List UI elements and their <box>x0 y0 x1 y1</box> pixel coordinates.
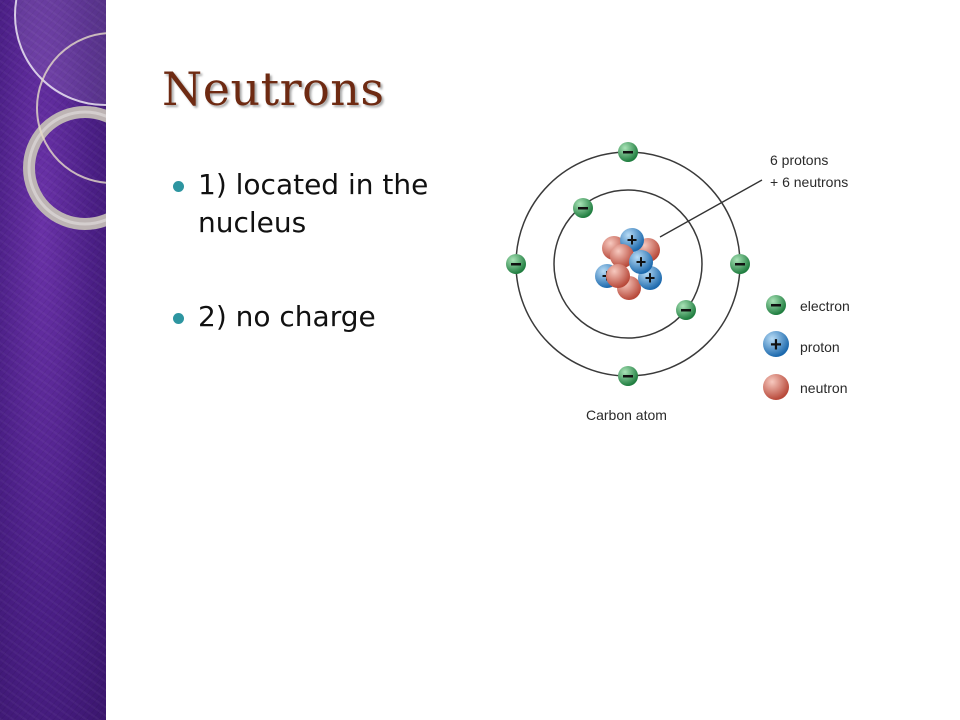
inner-orbit <box>553 189 703 339</box>
proton-icon: + <box>763 331 789 357</box>
electron-top <box>618 142 638 162</box>
decorative-rings <box>14 0 106 230</box>
svg-text:+: + <box>770 334 782 356</box>
legend-label-proton: proton <box>800 339 840 355</box>
carbon-atom-diagram: + + + + 6 protons <box>506 142 850 423</box>
bullet-item: 1) located in the nucleus <box>172 166 472 242</box>
svg-text:+: + <box>645 268 656 288</box>
electron-left <box>506 254 526 274</box>
legend-label-electron: electron <box>800 298 850 314</box>
nucleus-pointer-line <box>659 179 763 238</box>
nucleus-label-line1: 6 protons <box>770 152 828 168</box>
electron-icon <box>766 295 786 315</box>
electron-bottom <box>618 366 638 386</box>
legend-label-neutron: neutron <box>800 380 847 396</box>
electron-inner-lower <box>676 300 696 320</box>
neutron-icon <box>763 374 789 400</box>
bullet-item: 2) no charge <box>172 298 472 336</box>
diagram-caption: Carbon atom <box>586 407 667 423</box>
decorative-band <box>0 0 106 720</box>
bullet-list: 1) located in the nucleus 2) no charge <box>172 166 472 336</box>
electron-inner-upper <box>573 198 593 218</box>
nucleus: + + + + <box>595 228 662 300</box>
legend: electron + proton neutron <box>763 295 850 400</box>
nucleus-label-line2: + 6 neutrons <box>770 174 848 190</box>
svg-text:+: + <box>636 252 647 272</box>
svg-text:+: + <box>627 230 638 250</box>
electron-right <box>730 254 750 274</box>
slide-title: Neutrons <box>162 62 385 116</box>
